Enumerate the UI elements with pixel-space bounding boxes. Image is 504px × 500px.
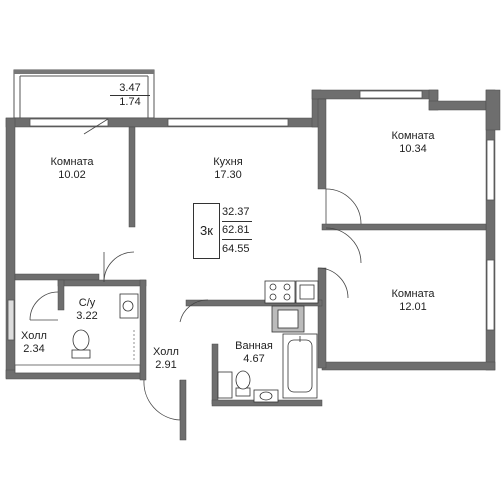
doors bbox=[29, 188, 362, 421]
total-with-balcony: 64.55 bbox=[222, 243, 250, 255]
total-area: 62.81 bbox=[222, 221, 252, 240]
washing-machine bbox=[271, 305, 305, 333]
kitchen-sink bbox=[295, 280, 319, 304]
balcony-area-outer: 3.47 bbox=[110, 82, 150, 96]
balcony-area-inner: 1.74 bbox=[119, 96, 141, 108]
balcony-door bbox=[83, 118, 109, 135]
bath-toilet bbox=[235, 370, 251, 397]
area-summary: 3к 32.37 62.81 64.55 bbox=[193, 203, 252, 259]
wc-sink bbox=[119, 293, 139, 319]
windows bbox=[7, 90, 495, 341]
interior-walls bbox=[14, 98, 487, 441]
rooms-count: 3к bbox=[193, 203, 220, 259]
bath-sink bbox=[253, 389, 279, 403]
bathtub bbox=[282, 333, 318, 399]
living-area: 32.37 bbox=[222, 203, 252, 222]
wc-toilet bbox=[71, 329, 91, 359]
kitchen-stove bbox=[264, 280, 296, 304]
bath-washer bbox=[217, 371, 233, 399]
balcony bbox=[13, 69, 155, 119]
cabinet bbox=[14, 364, 141, 374]
